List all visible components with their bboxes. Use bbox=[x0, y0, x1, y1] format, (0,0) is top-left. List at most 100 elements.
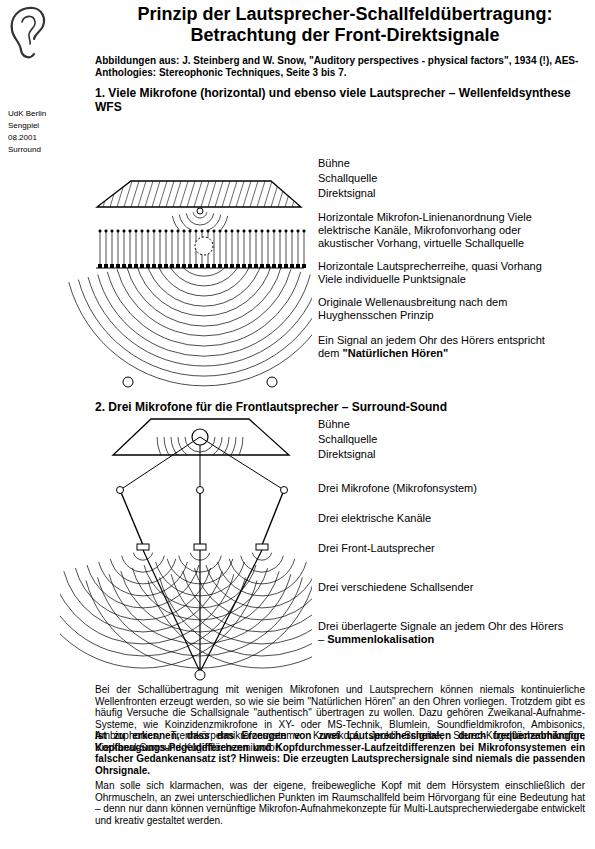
speaker-dot bbox=[218, 264, 222, 268]
label-text: "Natürlichen Hören" bbox=[342, 347, 448, 359]
stage-hatch bbox=[201, 181, 209, 207]
wave-front bbox=[206, 565, 312, 608]
mic-line bbox=[100, 232, 101, 265]
stage-hatch bbox=[117, 181, 125, 207]
mic-dot bbox=[111, 230, 113, 232]
mic-dot bbox=[105, 230, 107, 232]
speaker-dot bbox=[122, 264, 126, 268]
label-text: Schallquelle bbox=[318, 172, 377, 184]
text-block: Direktsignal bbox=[318, 448, 578, 461]
speaker-dot bbox=[188, 264, 192, 268]
stage-hatch bbox=[103, 181, 111, 207]
mic-dot bbox=[213, 230, 215, 232]
mic-line bbox=[142, 232, 143, 265]
mic-line bbox=[112, 232, 113, 265]
text-block: Abbildungen aus:J. Steinberg and W. Snow… bbox=[95, 55, 585, 79]
wave-front bbox=[194, 568, 312, 620]
wave-front bbox=[117, 269, 291, 336]
mic-dot bbox=[141, 230, 143, 232]
label-text: Man solle sich klarmachen, was der eigen… bbox=[95, 780, 585, 826]
text-block: 2. Drei Mikrofone für die Frontlautsprec… bbox=[95, 400, 585, 414]
mic-line bbox=[244, 232, 245, 265]
mic-dot bbox=[225, 230, 227, 232]
mic-dot bbox=[189, 230, 191, 232]
speaker-dot bbox=[242, 264, 246, 268]
mic-dot bbox=[183, 230, 185, 232]
text-block: Horizontale Mikrofon-Linienanordnung Vie… bbox=[318, 211, 563, 250]
wave-front bbox=[241, 556, 284, 572]
text-block: Drei Mikrofone (Mikrofonsystem) bbox=[318, 482, 578, 495]
speaker-dot bbox=[290, 264, 294, 268]
wave-front bbox=[175, 266, 233, 276]
wave-front bbox=[122, 556, 165, 572]
speaker-dot bbox=[152, 264, 156, 268]
wave-front bbox=[133, 553, 152, 561]
speaker-dot bbox=[212, 264, 216, 268]
mic-dot bbox=[261, 230, 263, 232]
stage-hatch bbox=[243, 181, 251, 207]
text-block: Direktsignal bbox=[318, 187, 578, 200]
label-text: Ist zu erkennen, dass das Erzeugen von z… bbox=[95, 730, 585, 776]
wave-front bbox=[146, 266, 262, 306]
label-text: 2. Drei Mikrofone für die Frontlautsprec… bbox=[95, 400, 447, 414]
speaker-dot bbox=[230, 264, 234, 268]
stage-hatch bbox=[271, 181, 279, 207]
mic-line bbox=[298, 232, 299, 265]
text-block: Ein Signal an jedem Ohr des Hörers entsp… bbox=[318, 334, 558, 360]
stage-hatch bbox=[222, 181, 230, 207]
ear-icon bbox=[12, 8, 44, 57]
mic-line bbox=[106, 232, 107, 265]
wave-front bbox=[171, 574, 312, 644]
label-text: Originale Wellenausbreitung nach dem Huy… bbox=[318, 296, 507, 321]
speaker-dot bbox=[194, 264, 198, 268]
label-text: Drei Mikrofone (Mikrofonsystem) bbox=[318, 482, 477, 494]
wave-front bbox=[98, 275, 311, 357]
mic-dot bbox=[279, 230, 281, 232]
speaker-dot bbox=[116, 264, 120, 268]
speaker-dot bbox=[272, 264, 276, 268]
mic-dot bbox=[267, 230, 269, 232]
mic-line bbox=[232, 232, 233, 265]
wave-front bbox=[218, 562, 307, 596]
wave-front bbox=[148, 581, 312, 669]
mic-line bbox=[160, 232, 161, 265]
label-text: Drei Front-Lautsprecher bbox=[318, 542, 435, 554]
stage-hatch bbox=[131, 181, 139, 207]
text-block: UdK Berlin bbox=[8, 108, 78, 120]
mic-dot bbox=[237, 230, 239, 232]
mic-dot bbox=[177, 230, 179, 232]
stage-hatch bbox=[292, 181, 300, 207]
mic-dot bbox=[123, 230, 125, 232]
mic-dot bbox=[285, 230, 287, 232]
wave-front bbox=[136, 266, 271, 316]
wfs-figure bbox=[69, 181, 339, 387]
stage-hatch bbox=[257, 181, 265, 207]
mic-dot bbox=[195, 230, 197, 232]
stage-hatch bbox=[194, 181, 202, 207]
label-text: Drei elektrische Kanäle bbox=[318, 512, 431, 524]
wave-front bbox=[186, 213, 214, 225]
label-text: Abbildungen aus: bbox=[95, 55, 179, 66]
speaker-dot bbox=[98, 264, 102, 268]
text-block: Drei elektrische Kanäle bbox=[318, 512, 578, 525]
mic-line bbox=[256, 232, 257, 265]
stage-hatch bbox=[236, 181, 244, 207]
stage-hatch bbox=[215, 181, 223, 207]
mic-dot bbox=[165, 230, 167, 232]
mic-line bbox=[262, 232, 263, 265]
stage-hatch bbox=[166, 181, 174, 207]
mic-line bbox=[280, 232, 281, 265]
label-text: Schallquelle bbox=[318, 433, 377, 445]
wave-front bbox=[252, 553, 271, 561]
stage-hatch bbox=[173, 181, 181, 207]
mic-line bbox=[172, 232, 173, 265]
text-block: Schallquelle bbox=[318, 433, 578, 446]
speaker-dot bbox=[224, 264, 228, 268]
mic-dot bbox=[255, 230, 257, 232]
mic-dot bbox=[153, 230, 155, 232]
stage-hatch bbox=[138, 181, 146, 207]
label-text: Surround bbox=[8, 145, 41, 154]
wave-front bbox=[179, 215, 220, 230]
mic-line bbox=[166, 232, 167, 265]
wave-front bbox=[87, 565, 199, 608]
